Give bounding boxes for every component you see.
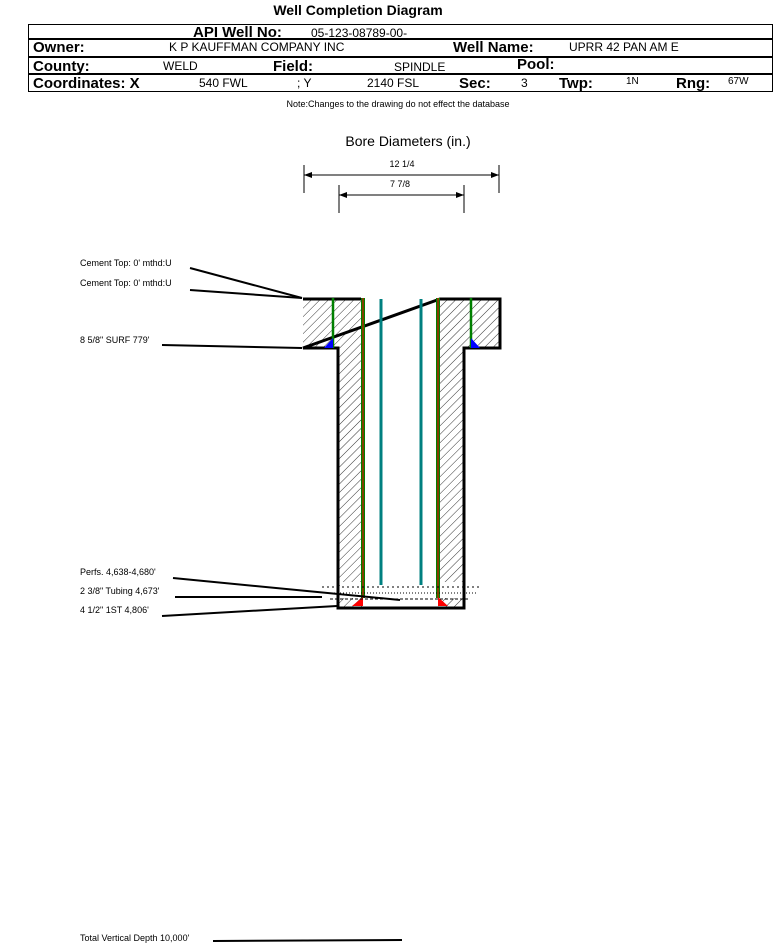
production-casing-label: 4 1/2" 1ST 4,806' <box>80 605 149 615</box>
rng-label: Rng: <box>676 75 711 92</box>
surface-casing-label: 8 5/8" SURF 779' <box>80 335 150 345</box>
coordinates-label: Coordinates: X <box>33 75 140 92</box>
note: Note:Changes to the drawing do not effec… <box>286 99 510 109</box>
bore-inner-label: 7 7/8 <box>390 179 410 189</box>
twp-label: Twp: <box>559 75 593 92</box>
bore-outer-label: 12 1/4 <box>389 159 414 169</box>
y-label: ; Y <box>297 76 312 90</box>
owner-value: K P KAUFFMAN COMPANY INC <box>169 40 345 54</box>
api-label: API Well No: <box>193 24 282 41</box>
wellbore <box>302 297 502 610</box>
y-value: 2140 FSL <box>367 76 420 90</box>
surface-shoe-left <box>324 338 333 348</box>
owner-label: Owner: <box>33 39 85 56</box>
field-value: SPINDLE <box>394 60 446 74</box>
twp-value: 1N <box>626 76 639 87</box>
bore-dimension-inner: 7 7/8 <box>338 179 465 213</box>
cement-top-label-2: Cement Top: 0' mthd:U <box>80 278 172 288</box>
rng-value: 67W <box>728 76 749 87</box>
sec-label: Sec: <box>459 75 491 92</box>
cement-top-label-1: Cement Top: 0' mthd:U <box>80 258 172 268</box>
well-name-label: Well Name: <box>453 39 534 56</box>
surface-shoe-right <box>471 338 480 348</box>
tubing-label: 2 3/8" Tubing 4,673' <box>80 586 160 596</box>
well-header-table: API Well No: 05-123-08789-00- Owner: K P… <box>28 24 773 92</box>
well-name-value: UPRR 42 PAN AM E <box>569 40 679 54</box>
field-label: Field: <box>273 58 313 75</box>
page-title: Well Completion Diagram <box>273 2 443 18</box>
pool-label: Pool: <box>517 56 555 73</box>
api-value: 05-123-08789-00- <box>311 26 408 40</box>
county-label: County: <box>33 58 90 75</box>
tvd-label: Total Vertical Depth 10,000' <box>80 933 190 943</box>
perfs-label: Perfs. 4,638-4,680' <box>80 567 156 577</box>
x-value: 540 FWL <box>199 76 248 90</box>
bore-dimension-outer: 12 1/4 <box>303 159 500 193</box>
leader-lines <box>161 267 403 942</box>
bore-title: Bore Diameters (in.) <box>345 133 470 149</box>
sec-value: 3 <box>521 76 528 90</box>
county-value: WELD <box>163 59 198 73</box>
